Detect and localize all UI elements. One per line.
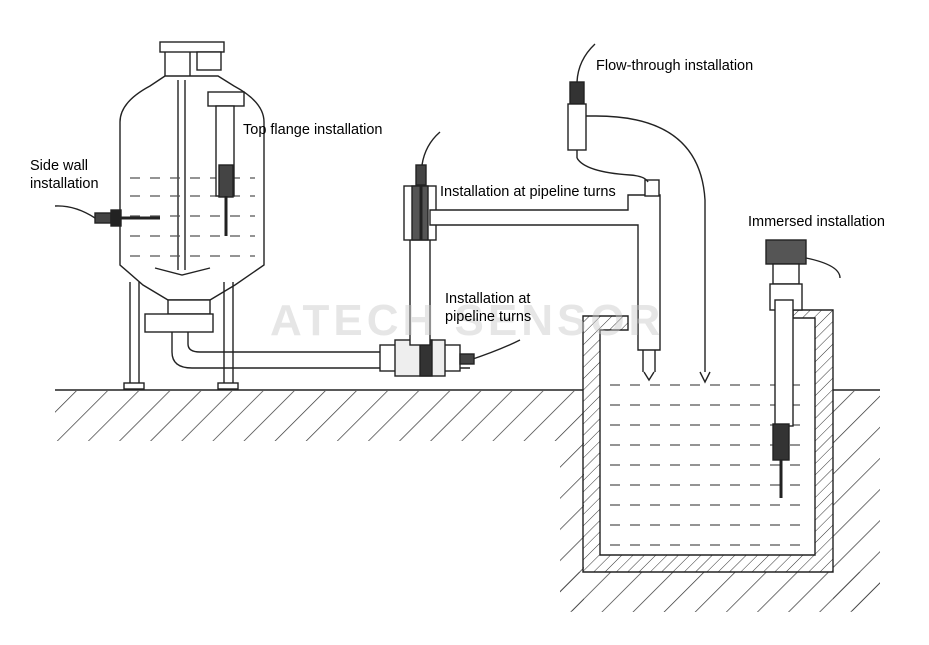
- watermark: ATECH SENSOR: [270, 296, 665, 345]
- pipeline-turn-sensor-upper: [415, 131, 441, 240]
- immersed-sensor: [765, 239, 841, 498]
- vertical-pipeline: [403, 179, 661, 351]
- top-flange-sensor: [207, 91, 245, 236]
- label-pipeline-turns-lower: Installation at pipeline turns: [445, 290, 531, 326]
- open-tank: [582, 309, 834, 573]
- label-immersed: Immersed installation: [748, 214, 885, 230]
- label-pipeline-turns-upper: Installation at pipeline turns: [440, 184, 616, 200]
- label-pipeline-turns-lower-line2: pipeline turns: [445, 309, 532, 325]
- ground: [55, 389, 880, 612]
- flow-through-sensor: [567, 43, 711, 384]
- label-pipeline-turns-lower-line1: Installation at: [445, 291, 531, 307]
- bottom-pipeline: [171, 332, 470, 377]
- label-flow-through: Flow-through installation: [596, 58, 754, 74]
- pipeline-turn-sensor-lower: [459, 339, 521, 365]
- label-side-wall-line2: installation: [30, 176, 99, 192]
- label-side-wall: Side wall installation: [30, 157, 99, 193]
- label-side-wall-line1: Side wall: [30, 158, 89, 174]
- outlet-pipe: [642, 350, 656, 382]
- side-wall-sensor: [54, 205, 160, 227]
- label-top-flange: Top flange installation: [243, 122, 383, 138]
